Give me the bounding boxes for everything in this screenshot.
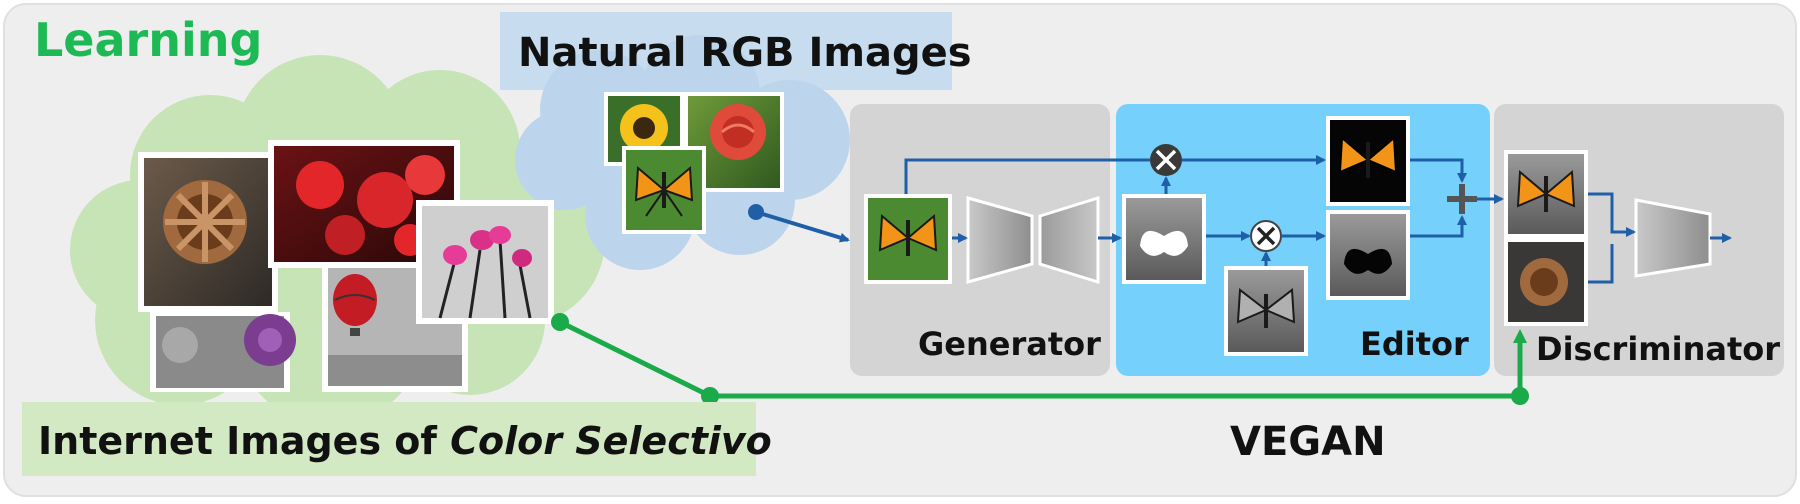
internet-image-collage [138, 140, 554, 392]
photo-gray-butterfly [1224, 266, 1308, 356]
add-operator [1447, 184, 1477, 214]
multiply-operator-top [1150, 144, 1182, 176]
discriminator-label: Discriminator [1536, 330, 1780, 368]
natural-images-label: Natural RGB Images [518, 30, 972, 76]
generator-network-icon [966, 195, 1100, 285]
generator-input-image [864, 194, 952, 284]
generator-label: Generator [918, 325, 1101, 363]
discriminator-input-real [1504, 238, 1588, 326]
natural-image-collage [604, 92, 784, 234]
internet-images-label: Internet Images of Color Selectivo [38, 419, 772, 463]
learning-title: Learning [34, 13, 262, 67]
discriminator-input-color [1504, 150, 1588, 238]
internet-to-discriminator-path [551, 313, 1529, 405]
photo-pink-tulips [416, 200, 554, 324]
natural-images-source-dot [748, 204, 764, 220]
internet-images-label-emphasis: Color Selectivo [450, 419, 772, 463]
photo-hot-air-balloon [322, 262, 468, 392]
photo-color-butterfly-cutout [1326, 116, 1410, 206]
photo-gray-background [1326, 210, 1410, 300]
model-name-label: VEGAN [1230, 419, 1386, 465]
editor-label: Editor [1360, 325, 1469, 363]
photo-sepia-gerbera [138, 152, 278, 312]
mask-butterfly [1122, 194, 1206, 284]
photo-monarch-butterfly [622, 146, 706, 234]
photo-gray-purple-flower [150, 312, 296, 392]
discriminator-network-icon [1634, 198, 1712, 278]
internet-images-label-bg [22, 402, 756, 476]
data-flow-arrows [755, 155, 1732, 284]
internet-images-label-prefix: Internet Images of [38, 419, 450, 463]
multiply-operator-bottom [1250, 220, 1282, 252]
